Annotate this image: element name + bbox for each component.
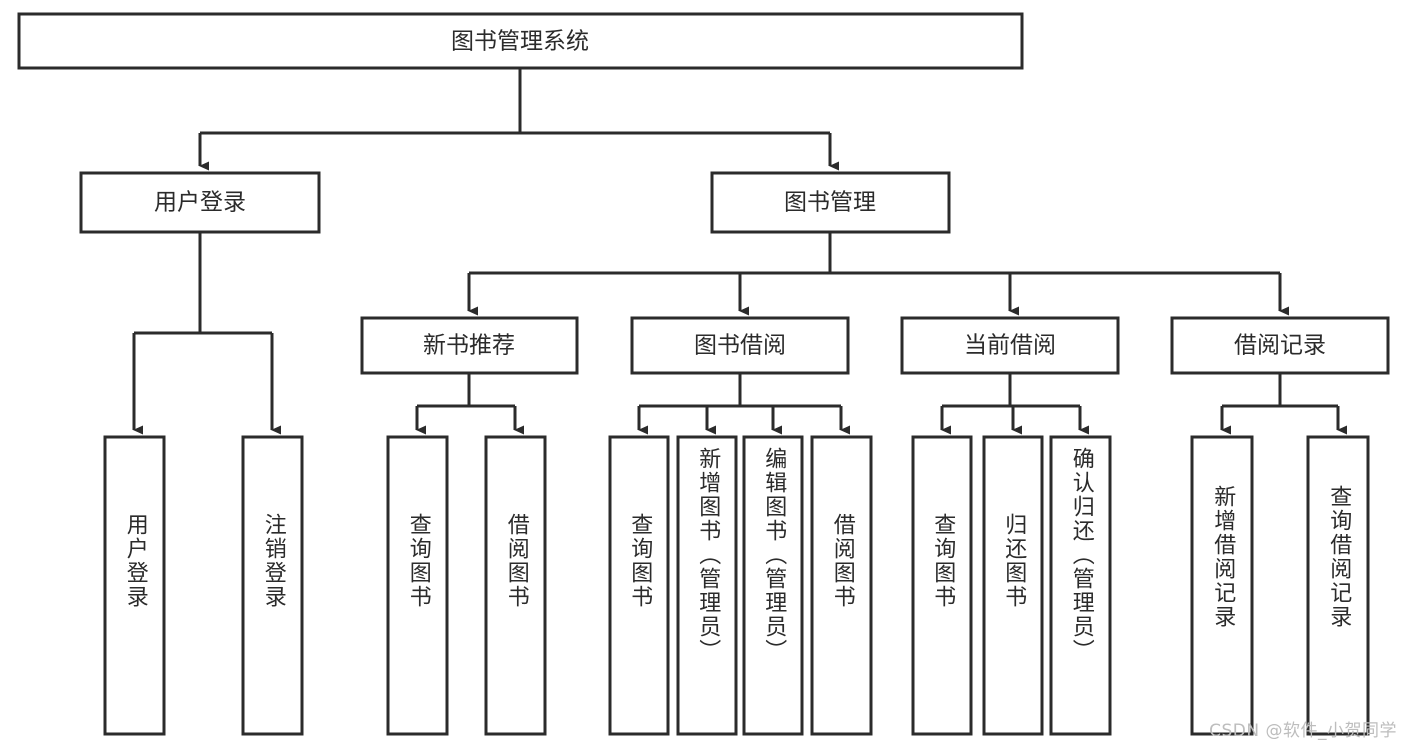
node-book-borrow[interactable]: 图书借阅 <box>630 316 850 375</box>
leaf-box-user-login-2[interactable] <box>241 435 304 736</box>
node-book-management[interactable]: 图书管理 <box>710 171 951 234</box>
connector-root-to-level2 <box>198 68 839 171</box>
leaf-box-new-book-1[interactable] <box>386 435 449 736</box>
watermark-text: CSDN @软件_小贺同学 <box>1209 721 1397 741</box>
leaf-box-new-book-2[interactable] <box>484 435 547 736</box>
node-user-login[interactable]: 用户登录 <box>79 171 321 234</box>
node-root-system[interactable]: 图书管理系统 <box>17 12 1024 70</box>
node-new-book-recommend[interactable]: 新书推荐 <box>360 316 579 375</box>
leaf-box-current-borrow-2[interactable] <box>982 435 1044 736</box>
node-book-management-label: 图书管理 <box>784 190 876 216</box>
connector-userlogin-to-leaves <box>132 232 281 435</box>
leaf-box-borrow-record-2[interactable] <box>1306 435 1370 736</box>
node-borrow-record-label: 借阅记录 <box>1234 333 1326 359</box>
connector-bookborrow-to-leaves <box>637 373 850 435</box>
connector-bookmgmt-to-level3 <box>467 232 1289 316</box>
connector-currentborrow-to-leaves <box>940 373 1089 435</box>
node-current-borrow[interactable]: 当前借阅 <box>900 316 1120 375</box>
leaf-box-current-borrow-1[interactable] <box>911 435 973 736</box>
leaf-box-user-login-1[interactable] <box>103 435 166 736</box>
node-user-login-label: 用户登录 <box>154 190 246 216</box>
node-book-borrow-label: 图书借阅 <box>694 333 786 359</box>
leaf-box-book-borrow-3[interactable] <box>742 435 804 736</box>
leaf-box-book-borrow-2[interactable] <box>676 435 738 736</box>
connector-borrowrecord-to-leaves <box>1220 373 1347 435</box>
leaf-box-book-borrow-4[interactable] <box>810 435 873 736</box>
node-borrow-record[interactable]: 借阅记录 <box>1170 316 1390 375</box>
leaf-box-book-borrow-1[interactable] <box>608 435 670 736</box>
leaf-box-current-borrow-3[interactable] <box>1049 435 1112 736</box>
node-root-system-label: 图书管理系统 <box>451 29 589 55</box>
connector-newbook-to-leaves <box>415 373 524 435</box>
node-current-borrow-label: 当前借阅 <box>964 333 1056 359</box>
node-new-book-recommend-label: 新书推荐 <box>423 333 515 359</box>
leaf-box-borrow-record-1[interactable] <box>1190 435 1254 736</box>
